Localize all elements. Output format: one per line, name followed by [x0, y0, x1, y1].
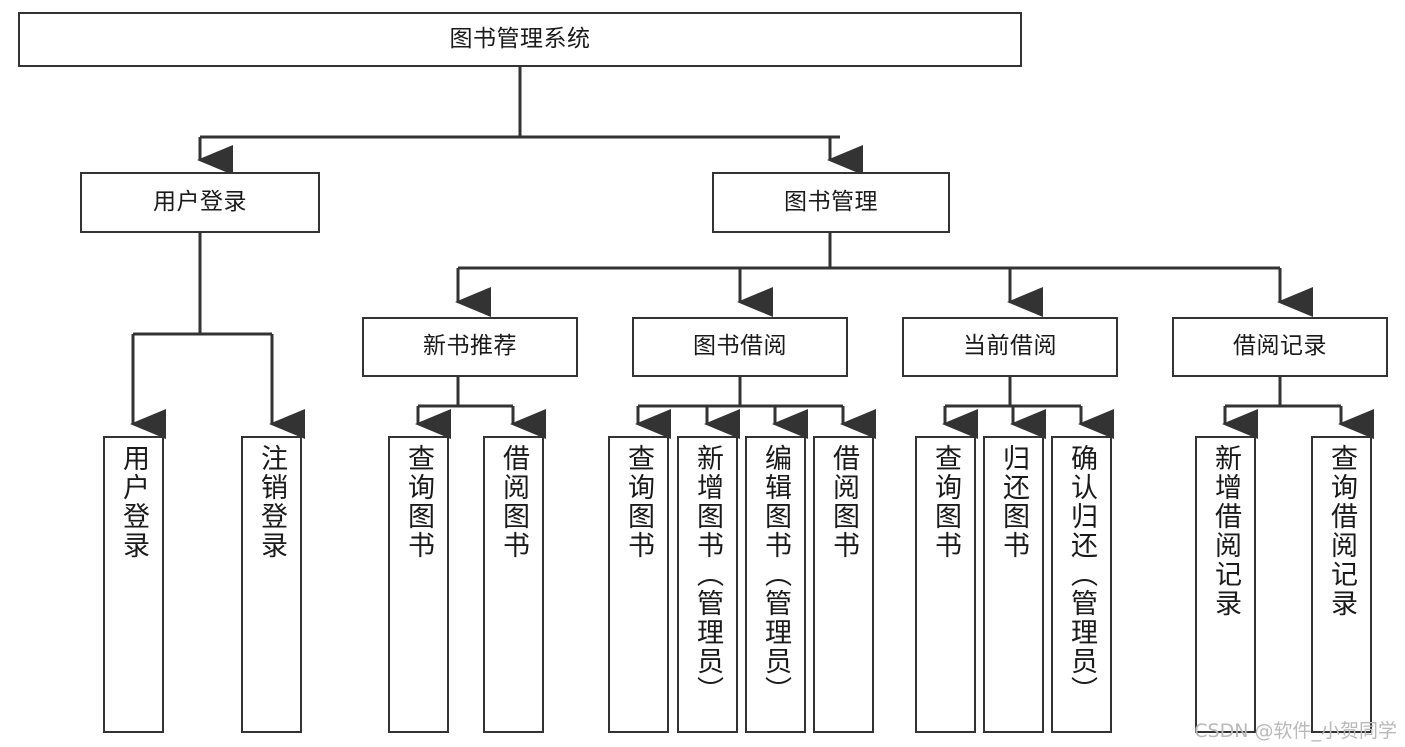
node-label: 当前借阅: [963, 333, 1057, 360]
node-leaf-rec-query-book[interactable]: 查询图书: [388, 436, 449, 733]
node-label: 编辑图书（管理员）: [760, 444, 791, 705]
node-leaf-cur-query-book[interactable]: 查询图书: [915, 436, 976, 733]
node-borrowing-records[interactable]: 借阅记录: [1172, 317, 1388, 377]
node-label: 查询借阅记录: [1326, 444, 1357, 618]
node-label: 图书借阅: [693, 333, 787, 360]
node-label: 归还图书: [998, 444, 1029, 560]
node-leaf-query-borrow-record[interactable]: 查询借阅记录: [1311, 436, 1372, 733]
node-leaf-rec-borrow-book[interactable]: 借阅图书: [483, 436, 544, 733]
node-leaf-edit-book-admin[interactable]: 编辑图书（管理员）: [745, 436, 806, 733]
node-label: 新书推荐: [423, 333, 517, 360]
node-leaf-user-login[interactable]: 用户登录: [103, 436, 164, 733]
node-label: 借阅记录: [1233, 333, 1327, 360]
node-leaf-borrow-book[interactable]: 借阅图书: [813, 436, 874, 733]
node-label: 确认归还（管理员）: [1066, 444, 1097, 705]
node-label: 用户登录: [153, 188, 247, 215]
node-new-book-recommendation[interactable]: 新书推荐: [362, 317, 578, 377]
node-book-borrowing[interactable]: 图书借阅: [632, 317, 848, 377]
node-label: 用户登录: [118, 444, 149, 560]
watermark: CSDN @软件_小贺同学: [1194, 720, 1397, 742]
node-label: 借阅图书: [498, 444, 529, 560]
node-leaf-confirm-return-admin[interactable]: 确认归还（管理员）: [1051, 436, 1112, 733]
node-label: 新增图书（管理员）: [692, 444, 723, 705]
node-label: 查询图书: [930, 444, 961, 560]
node-user-login[interactable]: 用户登录: [80, 172, 320, 233]
node-leaf-add-book-admin[interactable]: 新增图书（管理员）: [677, 436, 738, 733]
node-book-management[interactable]: 图书管理: [712, 172, 950, 233]
node-label: 借阅图书: [828, 444, 859, 560]
node-label: 注销登录: [256, 444, 287, 560]
node-leaf-borrow-query-book[interactable]: 查询图书: [608, 436, 669, 733]
node-label: 图书管理: [784, 188, 878, 215]
node-label: 新增借阅记录: [1210, 444, 1241, 618]
node-current-borrowing[interactable]: 当前借阅: [902, 317, 1118, 377]
node-leaf-add-borrow-record[interactable]: 新增借阅记录: [1195, 436, 1256, 733]
node-leaf-user-logout[interactable]: 注销登录: [241, 436, 302, 733]
node-leaf-return-book[interactable]: 归还图书: [983, 436, 1044, 733]
node-label: 图书管理系统: [449, 25, 591, 52]
node-label: 查询图书: [623, 444, 654, 560]
node-label: 查询图书: [403, 444, 434, 560]
node-root-book-management-system[interactable]: 图书管理系统: [18, 12, 1022, 67]
